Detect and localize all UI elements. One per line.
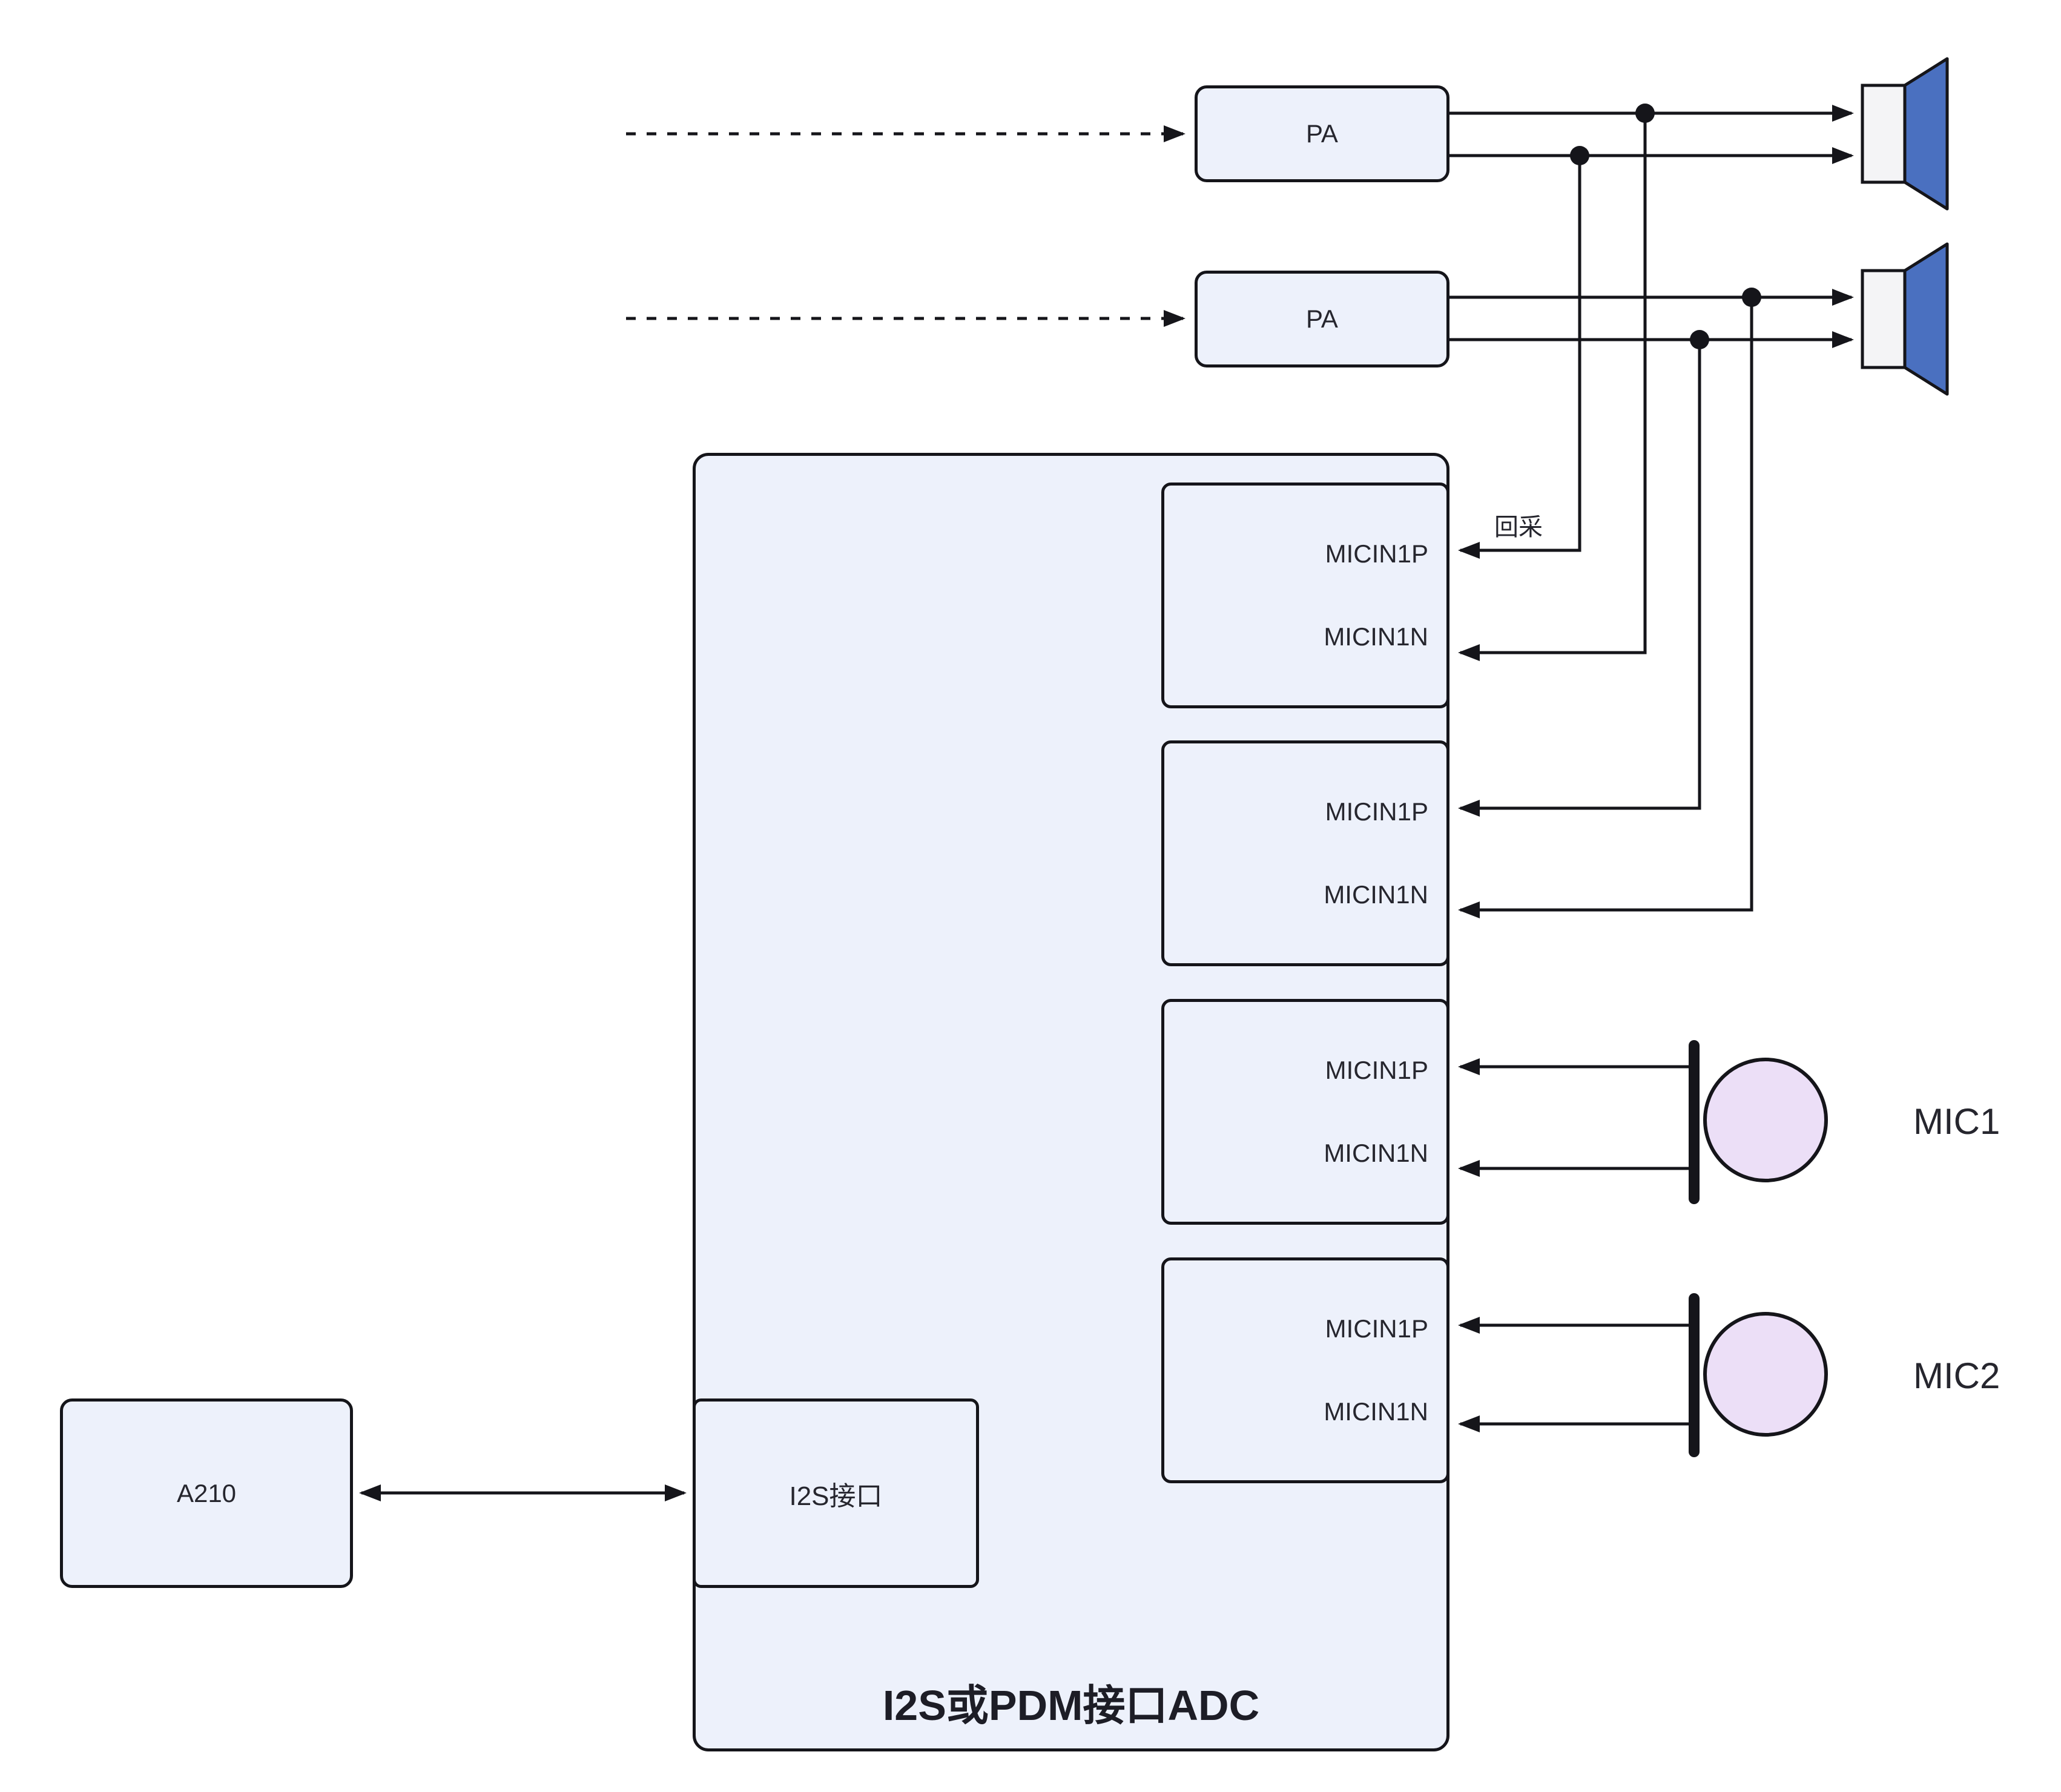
micin4-pos-label: MICIN1P	[1325, 1314, 1428, 1343]
junction-dot-1	[1635, 104, 1655, 123]
mic1-icon	[1689, 1040, 1828, 1204]
micin-block-1: MICIN1P MICIN1N	[1161, 483, 1449, 708]
micin2-neg-label: MICIN1N	[1324, 880, 1428, 909]
micin3-neg-label: MICIN1N	[1324, 1139, 1428, 1167]
mic1-capsule	[1703, 1058, 1828, 1182]
a210-block: A210	[60, 1398, 353, 1588]
junction-dot-4	[1690, 330, 1709, 349]
pa2-block: PA	[1195, 271, 1449, 367]
i2s-interface-block: I2S接口	[693, 1398, 979, 1588]
speaker-bottom-icon	[1861, 242, 1949, 396]
speaker-top-cone	[1903, 57, 1949, 211]
i2s-interface-label: I2S接口	[789, 1481, 883, 1511]
mic1-label: MIC1	[1913, 1101, 2000, 1142]
micin1-pos-label: MICIN1P	[1325, 539, 1428, 568]
mic2-label: MIC2	[1913, 1356, 2000, 1396]
micin-block-2: MICIN1P MICIN1N	[1161, 740, 1449, 966]
loopback-wire-2n	[1458, 297, 1753, 918]
adc-title: I2S或PDM接口ADC	[882, 1682, 1260, 1729]
micin-block-4: MICIN1P MICIN1N	[1161, 1257, 1449, 1483]
pa1-label: PA	[1306, 119, 1338, 148]
mic2-capsule	[1703, 1312, 1828, 1437]
pa2-label: PA	[1306, 305, 1338, 333]
speaker-bottom-cone	[1903, 242, 1949, 396]
a210-label: A210	[176, 1478, 237, 1507]
speaker-top-icon	[1861, 57, 1949, 211]
loopback-label: 回采	[1494, 514, 1543, 541]
junction-dot-3	[1742, 288, 1761, 307]
micin3-pos-label: MICIN1P	[1325, 1056, 1428, 1084]
speaker-top-body	[1861, 84, 1907, 184]
loopback-wire-1p	[1458, 156, 1581, 559]
pa1-block: PA	[1195, 85, 1449, 182]
speaker-bottom-body	[1861, 269, 1907, 369]
micin-block-3: MICIN1P MICIN1N	[1161, 999, 1449, 1225]
loopback-wire-1n	[1458, 113, 1647, 661]
junction-dot-2	[1570, 146, 1589, 165]
micin4-neg-label: MICIN1N	[1324, 1397, 1428, 1426]
micin1-neg-label: MICIN1N	[1324, 622, 1428, 651]
loopback-wire-2p	[1458, 340, 1701, 817]
mic2-icon	[1689, 1293, 1828, 1457]
micin2-pos-label: MICIN1P	[1325, 797, 1428, 826]
